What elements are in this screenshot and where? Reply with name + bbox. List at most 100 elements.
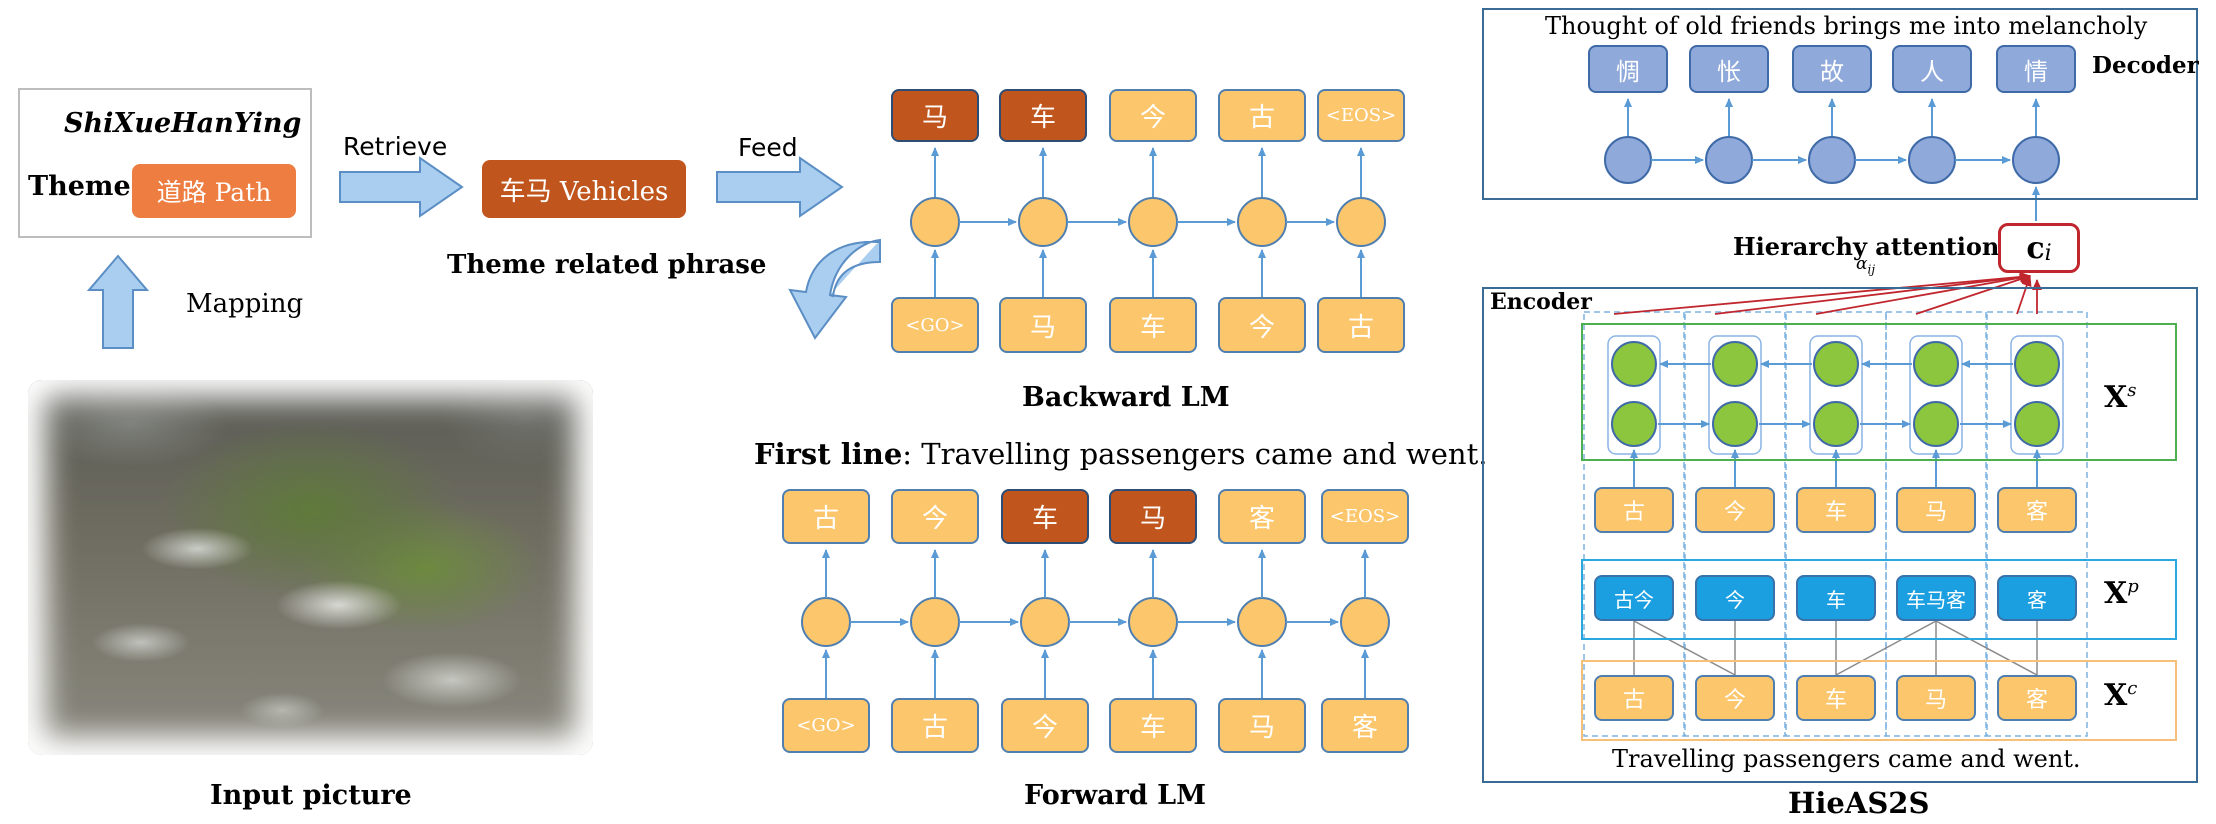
- forward-output-token: 客: [1218, 489, 1306, 544]
- phrase-char-link: [1835, 620, 1937, 676]
- xp-token: 车马客: [1896, 575, 1976, 621]
- theme-phrase: 车马 Vehicles: [482, 160, 686, 218]
- xp-token: 客: [1997, 575, 2077, 621]
- backward-output-token: 今: [1109, 89, 1197, 142]
- theme-box: [18, 88, 312, 238]
- xp-label: Xp: [2104, 576, 2139, 611]
- decoder-output-token: 情: [1996, 45, 2076, 93]
- first-line-label: First line: [754, 437, 903, 471]
- theme-label: Theme: [28, 171, 131, 202]
- mapping-arrow: [86, 254, 150, 349]
- decoder-sentence: Thought of old friends brings me into me…: [1545, 12, 2148, 40]
- xs-token: 客: [1997, 487, 2077, 533]
- app-title: ShiXueHanYing: [64, 108, 302, 139]
- forward-output-token: <EOS>: [1321, 489, 1409, 544]
- backward-hidden-node: [910, 197, 960, 247]
- xs-token: 古: [1594, 487, 1674, 533]
- encoder-column: [1885, 311, 1987, 737]
- forward-caption: Forward LM: [1024, 780, 1207, 811]
- backward-hidden-node: [1018, 197, 1068, 247]
- encoder-sentence: Travelling passengers came and went.: [1612, 745, 2081, 773]
- xs-forward-node: [1913, 401, 1959, 447]
- curved-back-arrow: [788, 238, 882, 340]
- backward-hidden-node: [1336, 197, 1386, 247]
- xs-frame: [1581, 323, 2177, 461]
- forward-hidden-node: [801, 597, 851, 647]
- backward-input-token: 马: [999, 297, 1087, 353]
- hieas2s-caption: HieAS2S: [1788, 786, 1930, 820]
- xc-frame: [1581, 660, 2177, 741]
- phrase-char-link: [1935, 620, 2038, 676]
- xs-token: 马: [1896, 487, 1976, 533]
- encoder-label: Encoder: [1490, 289, 1592, 315]
- xc-token: 马: [1896, 675, 1976, 721]
- backward-caption: Backward LM: [1022, 382, 1230, 413]
- decoder-hidden-node: [2012, 136, 2060, 184]
- xs-backward-node: [1712, 341, 1758, 387]
- forward-hidden-node: [1340, 597, 1390, 647]
- xp-frame: [1581, 559, 2177, 640]
- lm-connectors: [801, 147, 1390, 698]
- mapping-label: Mapping: [186, 289, 304, 319]
- forward-input-token: <GO>: [782, 698, 870, 753]
- phrase-char-link: [1633, 620, 1736, 676]
- xs-label: Xs: [2104, 380, 2137, 415]
- attention-line: [1915, 274, 2031, 315]
- forward-hidden-node: [910, 597, 960, 647]
- picture-caption: Input picture: [210, 780, 412, 811]
- input-picture: [28, 380, 593, 755]
- forward-input-token: 马: [1218, 698, 1306, 753]
- feed-arrow: [716, 156, 844, 218]
- forward-hidden-node: [1128, 597, 1178, 647]
- feed-label: Feed: [738, 133, 798, 162]
- alpha-label: αij: [1856, 254, 1876, 277]
- xp-token: 车: [1796, 575, 1876, 621]
- phrase-caption: Theme related phrase: [447, 250, 767, 280]
- encoder-frame: [1482, 287, 2198, 783]
- xs-backward-node: [2014, 341, 2060, 387]
- forward-output-token: 车: [1001, 489, 1089, 544]
- decoder-output-token: 惆: [1588, 45, 1668, 93]
- hieas2s-connectors: [1583, 98, 2088, 737]
- xp-token: 古今: [1594, 575, 1674, 621]
- attention-label: Hierarchy attention: [1733, 232, 2000, 261]
- xs-token: 车: [1796, 487, 1876, 533]
- xs-token: 今: [1695, 487, 1775, 533]
- forward-output-token: 马: [1109, 489, 1197, 544]
- backward-input-token: <GO>: [891, 297, 979, 353]
- theme-value: 道路 Path: [132, 164, 296, 218]
- xs-forward-node: [1813, 401, 1859, 447]
- attention-line: [2016, 275, 2032, 315]
- forward-input-token: 今: [1001, 698, 1089, 753]
- xs-forward-node: [1611, 401, 1657, 447]
- backward-output-token: 车: [999, 89, 1087, 142]
- retrieve-arrow: [339, 156, 464, 218]
- decoder-label: Decoder: [2092, 52, 2199, 79]
- backward-output-token: 马: [891, 89, 979, 142]
- xc-token: 客: [1997, 675, 2077, 721]
- xc-token: 古: [1594, 675, 1674, 721]
- forward-hidden-node: [1020, 597, 1070, 647]
- attention-line: [1815, 272, 2031, 315]
- decoder-output-token: 怅: [1689, 45, 1769, 93]
- backward-input-token: 今: [1218, 297, 1306, 353]
- forward-input-token: 古: [891, 698, 979, 753]
- xs-backward-node: [1813, 341, 1859, 387]
- xc-token: 今: [1695, 675, 1775, 721]
- backward-hidden-node: [1237, 197, 1287, 247]
- backward-output-token: 古: [1218, 89, 1306, 142]
- forward-input-token: 客: [1321, 698, 1409, 753]
- xp-token: 今: [1695, 575, 1775, 621]
- xs-forward-node: [2014, 401, 2060, 447]
- decoder-output-token: 故: [1792, 45, 1872, 93]
- xs-backward-node: [1611, 341, 1657, 387]
- backward-input-token: 车: [1109, 297, 1197, 353]
- xc-token: 车: [1796, 675, 1876, 721]
- forward-input-token: 车: [1109, 698, 1197, 753]
- forward-output-token: 今: [891, 489, 979, 544]
- backward-hidden-node: [1128, 197, 1178, 247]
- xs-forward-node: [1712, 401, 1758, 447]
- attention-line: [1714, 272, 2031, 315]
